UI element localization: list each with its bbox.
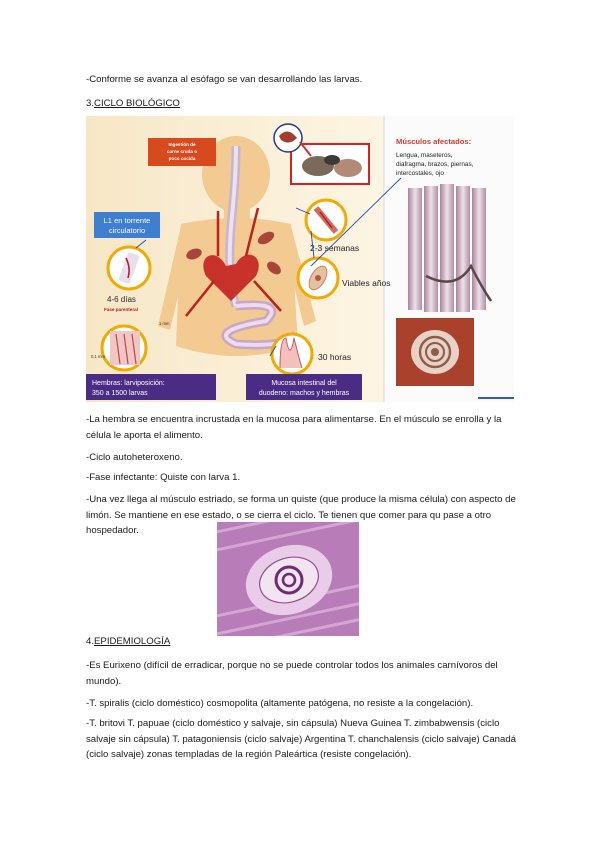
animal-image [290, 143, 370, 185]
section-number: 3. [86, 98, 95, 109]
ingestion-box [148, 138, 216, 166]
viable-label: Viables años [342, 278, 391, 288]
mucosa-line-2: duodeno: machos y hembras [259, 390, 350, 397]
section-heading-ciclo: 3.CICLO BIOLÓGICO [86, 96, 516, 112]
intro-line: -Conforme se avanza al esófago se van de… [86, 74, 363, 85]
fase-label: Fase parenteral [104, 307, 138, 312]
ingestion-line-3: poco cocida [169, 156, 196, 161]
mucosa-box [246, 374, 362, 400]
ingestion-line-1: Ingestión de [168, 142, 195, 147]
micrograph-fibers [217, 522, 359, 636]
paragraph-eurixeno: -Es Eurixeno (difícil de erradicar, porq… [86, 660, 498, 687]
muscles-line-1: Lengua, maseteros, [396, 152, 453, 159]
l1-line-2: circulatorio [109, 226, 145, 235]
section-title: EPIDEMIOLOGÍA [94, 636, 171, 647]
l1-box [94, 212, 160, 238]
paragraph-hembra: -La hembra se encuentra incrustada en la… [86, 414, 502, 441]
section-heading-epidemiologia: 4.EPIDEMIOLOGÍA [86, 634, 516, 650]
muscle-fragments [186, 231, 281, 275]
mucosa-line-1: Mucosa intestinal del [271, 380, 337, 387]
paragraph-quiste: -Una vez llega al músculo estriado, se f… [86, 494, 516, 536]
section-title: CICLO BIOLÓGICO [94, 98, 180, 109]
cyst-photo [396, 318, 474, 386]
days-label: 4-6 días [107, 295, 136, 304]
paragraph-ciclo: -Ciclo autoheteroxeno. [86, 452, 183, 463]
muscle-fiber-illustration [408, 184, 493, 312]
heart-icon [203, 254, 259, 301]
section-number: 4. [86, 636, 95, 647]
cyst-micrograph [217, 522, 359, 636]
coiled-larva [274, 565, 304, 595]
hembras-box [86, 374, 216, 400]
cycle-arrows [135, 177, 402, 357]
blood-vessels [185, 207, 282, 317]
scale-01mm: 0,1 mm [91, 354, 105, 359]
paragraph-especies: -T. britovi T. papuae (ciclo doméstico y… [86, 718, 516, 760]
hembras-line-2: 350 a 1500 larvas [92, 390, 148, 397]
hours-label: 30 horas [318, 352, 351, 362]
muscles-line-3: intercostales, ojo [396, 170, 444, 177]
weeks-label: 2-3 semanas [310, 243, 359, 253]
hembras-line-1: Hembras: larviposición: [92, 380, 165, 387]
muscles-title: Músculos afectados: [396, 137, 471, 146]
paragraph-fase: -Fase infectante: Quiste con larva 1. [86, 472, 241, 483]
muscles-line-2: diafragma, brazos, piernas, [396, 161, 474, 168]
life-cycle-figure: Ingestión de carne cruda o poco cocida L… [86, 116, 514, 402]
paragraph-spiralis: -T. spiralis (ciclo doméstico) cosmopoli… [86, 698, 474, 709]
scale-1mm: 1 mm [159, 321, 170, 326]
ingestion-line-2: carne cruda o [167, 149, 197, 154]
l1-line-1: L1 en torrente [104, 216, 151, 225]
